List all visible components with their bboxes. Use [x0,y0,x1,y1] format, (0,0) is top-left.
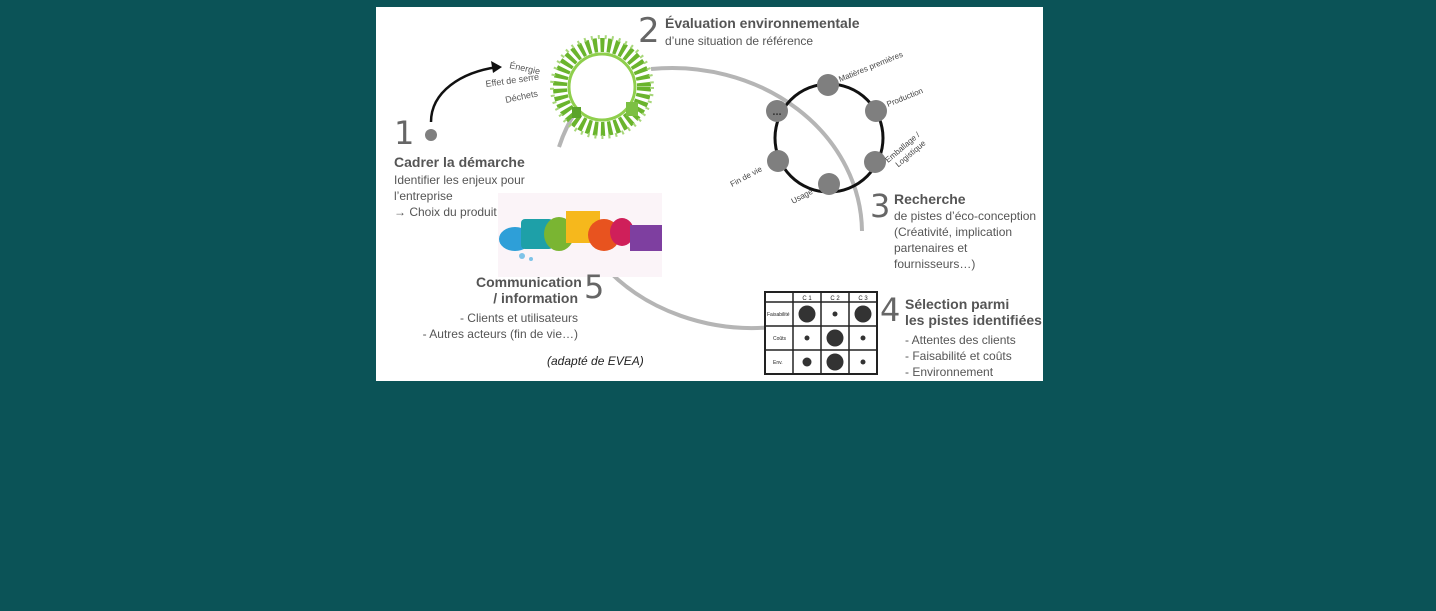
step3-line-3: partenaires et [894,241,968,255]
step4-title: Sélection parmi les pistes identifiées [905,296,1042,328]
step2-number: 2 [638,11,660,51]
matrix-dot [854,305,872,323]
step1-line-3: → Choix du produit [394,205,497,219]
matrix-col-3: C 3 [858,296,868,302]
step1-dot [425,129,437,141]
step4-line-3: - Environnement [905,365,994,379]
matrix-dot [832,311,838,317]
label-usage: Usage [790,187,815,206]
process-arc-top [650,65,864,232]
matrix-row-3: Env. [773,360,783,366]
matrix-dot [826,329,844,347]
step5-title: Communication / information [476,274,582,307]
step5-line-1: - Clients et utilisateurs [459,311,578,325]
step4-line-1: - Attentes des clients [905,333,1016,347]
matrix-dot [802,357,812,367]
selection-matrix: C 1 C 2 C 3 Faisabilité Coûts Env. [764,291,878,375]
matrix-row-1: Faisabilité [767,312,790,318]
lifecycle-node-other-label: ... [772,106,781,118]
matrix-row-2: Coûts [773,336,787,342]
lifecycle-node-usage [818,173,840,195]
step3-line-1: de pistes d’éco-conception [894,209,1037,223]
label-raw: Matières premières [837,50,904,84]
matrix-col-1: C 1 [802,296,812,302]
step4-number: 4 [880,291,901,329]
step2-title: Évaluation environnementale [665,15,860,31]
label-packaging: Emballage /Logistique [884,130,929,172]
arrow-step1 [429,65,499,123]
matrix-dot [860,359,866,365]
cycle-diagram: ... Matières premières Production Emball… [425,35,929,375]
lifecycle-node-endoflife [767,150,789,172]
step5-title-line-2: / information [493,290,578,307]
speech-bubbles-icon [498,193,662,277]
matrix-col-2: C 2 [830,296,840,302]
step1-number: 1 [394,114,415,152]
matrix-dot [804,335,810,341]
eco-ring-icon [550,35,654,139]
label-dechets: Déchets [504,88,539,105]
matrix-dot [798,305,816,323]
matrix-dot [826,353,844,371]
label-effet-serre: Effet de serre [485,72,540,89]
step1-line-2: l’entreprise [394,189,453,203]
label-endoflife: Fin de vie [729,164,764,188]
diagram-slide: ... Matières premières Production Emball… [376,7,1043,381]
label-production: Production [885,86,924,109]
lifecycle-node-packaging [864,151,886,173]
step2-subtitle: d’une situation de référence [665,34,814,48]
step3-number: 3 [870,187,891,225]
source-caption: (adapté de EVEA) [547,354,644,368]
step4-line-2: - Faisabilité et coûts [905,349,1012,363]
lifecycle-node-other [766,100,788,122]
arrow-head-icon [491,61,502,73]
step4-title-line-2: les pistes identifiées [905,312,1042,329]
step3-line-2: (Créativité, implication [894,225,1013,239]
step3-text: de pistes d’éco-conception (Créativité, … [894,208,1036,272]
lifecycle-node-raw [817,74,839,96]
step1-title: Cadrer la démarche [394,154,525,170]
step5-title-line-1: Communication [476,274,582,290]
step1-text: Identifier les enjeux pour l’entreprise … [394,172,525,220]
step5-number: 5 [584,268,605,306]
step5-text: - Clients et utilisateurs - Autres acteu… [416,310,578,342]
step1-line-1: Identifier les enjeux pour [394,173,525,187]
step5-line-2: - Autres acteurs (fin de vie…) [422,327,578,341]
step4-text: - Attentes des clients - Faisabilité et … [905,332,1016,380]
matrix-dot [860,335,866,341]
step4-title-line-1: Sélection parmi [905,296,1010,312]
step3-title: Recherche [894,191,966,207]
lifecycle-node-production [865,100,887,122]
step3-line-4: fournisseurs…) [894,257,976,271]
